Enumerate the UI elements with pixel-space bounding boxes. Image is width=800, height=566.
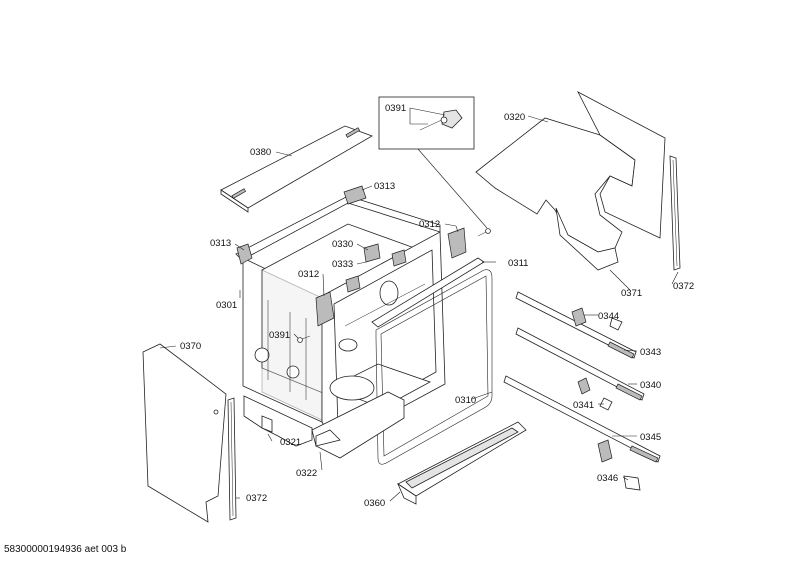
label-0370: 0370 [180,341,201,352]
label-0322: 0322 [296,468,317,479]
label-0330: 0330 [332,239,353,250]
label-0320: 0320 [504,112,525,123]
part-0344-clip [571,307,623,331]
part-0370-side-panel [142,343,227,523]
label-0340: 0340 [640,380,661,391]
label-0380: 0380 [250,147,271,158]
part-0312-hinge-left [315,291,335,327]
part-0330-clip [363,243,381,263]
part-0340-rail [515,327,645,401]
detail-box-0391 [378,96,488,229]
part-0341-clip [577,377,613,411]
label-0371: 0371 [621,288,642,299]
part-0372-side-strip-right [669,155,681,271]
label-0312-left: 0312 [298,269,319,280]
part-0321-base-plinth [243,395,313,447]
label-0360: 0360 [364,498,385,509]
part-0312-hinge-right [447,227,467,259]
part-0360-plinth-trough [397,421,527,505]
part-0313-bracket-left [236,243,253,265]
label-0346: 0346 [597,473,618,484]
label-0345: 0345 [640,432,661,443]
label-0391: 0391 [269,330,290,341]
part-0380-top-cover [220,125,373,213]
label-0321: 0321 [280,437,301,448]
label-0341: 0341 [573,400,594,411]
document-id: 58300000194936 aet 003 b [4,544,127,555]
label-0313-left: 0313 [210,238,231,249]
label-0344: 0344 [598,311,619,322]
part-0320-insulation-mat [475,91,666,271]
part-0333-clip [345,249,407,293]
label-0372-left: 0372 [246,493,267,504]
part-labels: 0391 0320 0380 0313 0313 0312 0330 0333 … [180,103,694,509]
label-0343: 0343 [640,347,661,358]
label-0313-top: 0313 [374,181,395,192]
part-0313-bracket-top [343,185,367,205]
label-0301: 0301 [216,300,237,311]
label-0372-right: 0372 [673,281,694,292]
part-0345-rail [503,375,661,463]
label-0312-right: 0312 [419,219,440,230]
leader-lines [159,115,679,502]
label-0333: 0333 [332,259,353,270]
part-0391-screw [297,228,491,343]
part-0372-side-strip-left [227,397,237,521]
label-0310: 0310 [455,395,476,406]
label-0311: 0311 [508,258,528,269]
part-0346-clip [597,439,641,491]
part-0322-front-base [311,391,405,459]
label-0391-detail: 0391 [385,103,406,114]
